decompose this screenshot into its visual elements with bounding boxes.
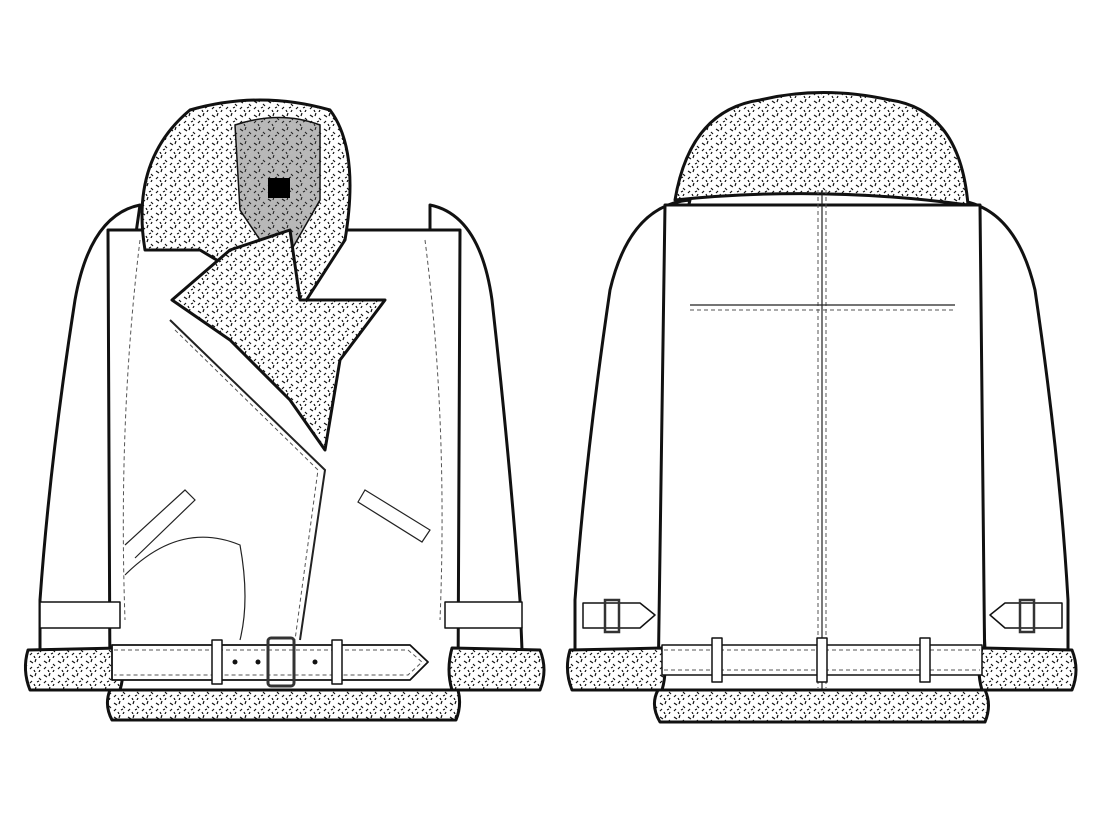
label-patch [268, 178, 290, 198]
front-hem-fur [105, 688, 462, 722]
right-pocket [357, 489, 431, 543]
back-collar-fur [673, 91, 970, 207]
left-pocket [124, 536, 246, 641]
back-left-cuff-fur [565, 646, 667, 692]
front-right-sleeve-strap [444, 601, 523, 629]
back-view [565, 91, 1078, 724]
back-left-buckle [603, 598, 621, 634]
zipper [169, 319, 327, 641]
back-right-cuff-fur [977, 646, 1078, 692]
front-lapel-fur [170, 228, 387, 452]
front-left-cuff-fur [23, 646, 125, 692]
back-hem-fur [653, 688, 990, 724]
belt-buckle [266, 636, 296, 688]
front-left-sleeve-strap [39, 601, 121, 629]
front-belt [111, 644, 429, 681]
back-right-buckle [1018, 598, 1036, 634]
front-view [23, 98, 546, 722]
back-right-sleeve-strap [989, 602, 1063, 629]
front-right-cuff-fur [447, 646, 546, 692]
